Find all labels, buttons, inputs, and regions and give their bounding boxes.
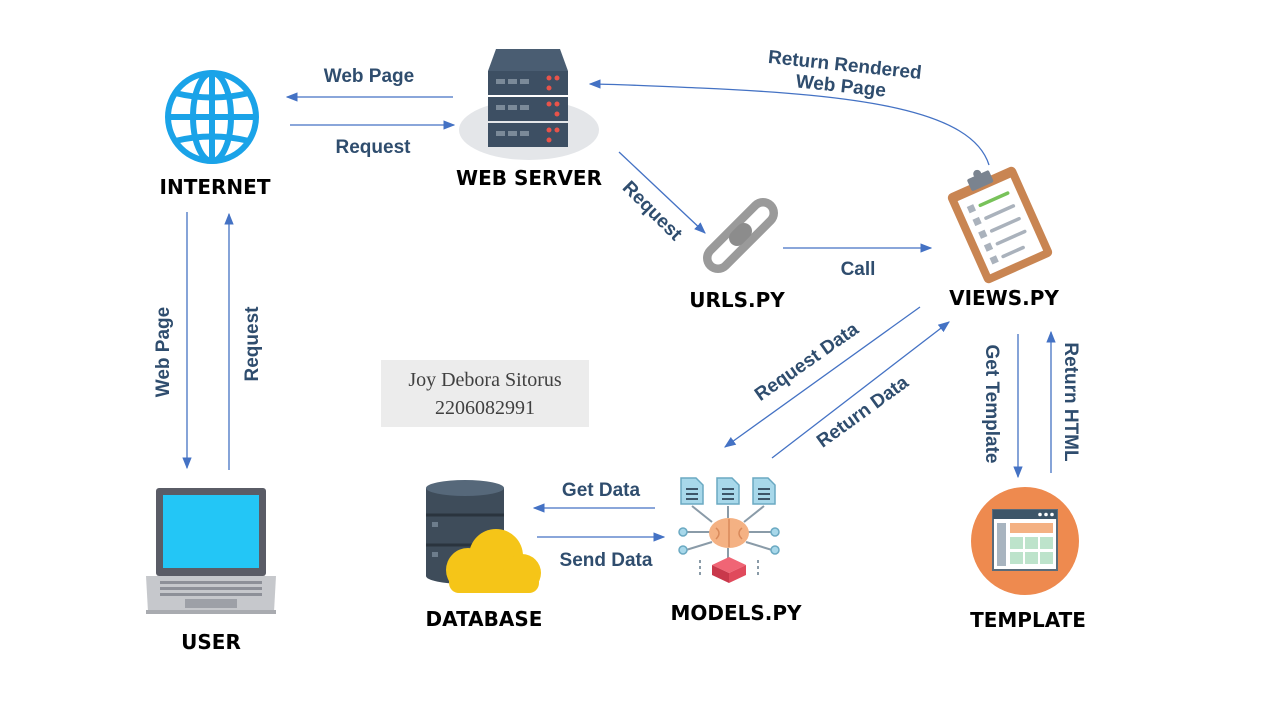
clipboard-icon	[947, 166, 1053, 284]
edge-label-user-to-internet: Request	[242, 306, 263, 382]
edge-label-database-to-models: Send Data	[560, 550, 653, 571]
node-label-database: DATABASE	[426, 607, 543, 631]
laptop-icon	[146, 488, 276, 614]
arrows	[182, 79, 1056, 542]
database-icon	[426, 480, 541, 593]
node-label-internet: INTERNET	[160, 175, 271, 199]
edge-label-server-to-urls: Request	[618, 177, 686, 245]
ai-brain-icon	[678, 477, 780, 583]
node-label-views: VIEWS.PY	[949, 286, 1059, 310]
edge-label-server-to-internet: Web Page	[324, 66, 414, 87]
author-info-box: Joy Debora Sitorus 2206082991	[381, 360, 589, 427]
arrow-server-to-urls	[618, 151, 706, 234]
node-label-urls: URLS.PY	[689, 288, 785, 312]
server-icon	[459, 49, 599, 160]
edge-label-urls-to-views: Call	[841, 259, 876, 280]
edge-label-models-to-views: Return Data	[813, 372, 913, 453]
node-label-web-server: WEB SERVER	[456, 166, 602, 190]
arrow-models-to-views	[771, 321, 950, 459]
author-id: 2206082991	[435, 397, 535, 419]
edge-label-internet-to-server: Request	[336, 137, 412, 158]
edge-label-internet-to-user: Web Page	[153, 307, 174, 397]
edge-label-models-to-database: Get Data	[562, 480, 641, 501]
arrow-views-to-server	[588, 79, 990, 166]
chain-link-icon	[703, 198, 778, 273]
edge-label-views-to-models: Request Data	[751, 319, 863, 406]
edge-label-views-to-template: Get Template	[981, 345, 1002, 464]
author-name: Joy Debora Sitorus	[408, 369, 562, 391]
node-label-models: MODELS.PY	[670, 601, 802, 625]
globe-icon	[165, 70, 259, 164]
edge-label-template-to-views: Return HTML	[1060, 342, 1081, 462]
arrow-views-to-models	[724, 306, 921, 448]
node-label-user: USER	[181, 630, 241, 654]
webpage-template-icon	[971, 487, 1079, 595]
node-label-template: TEMPLATE	[970, 608, 1086, 632]
